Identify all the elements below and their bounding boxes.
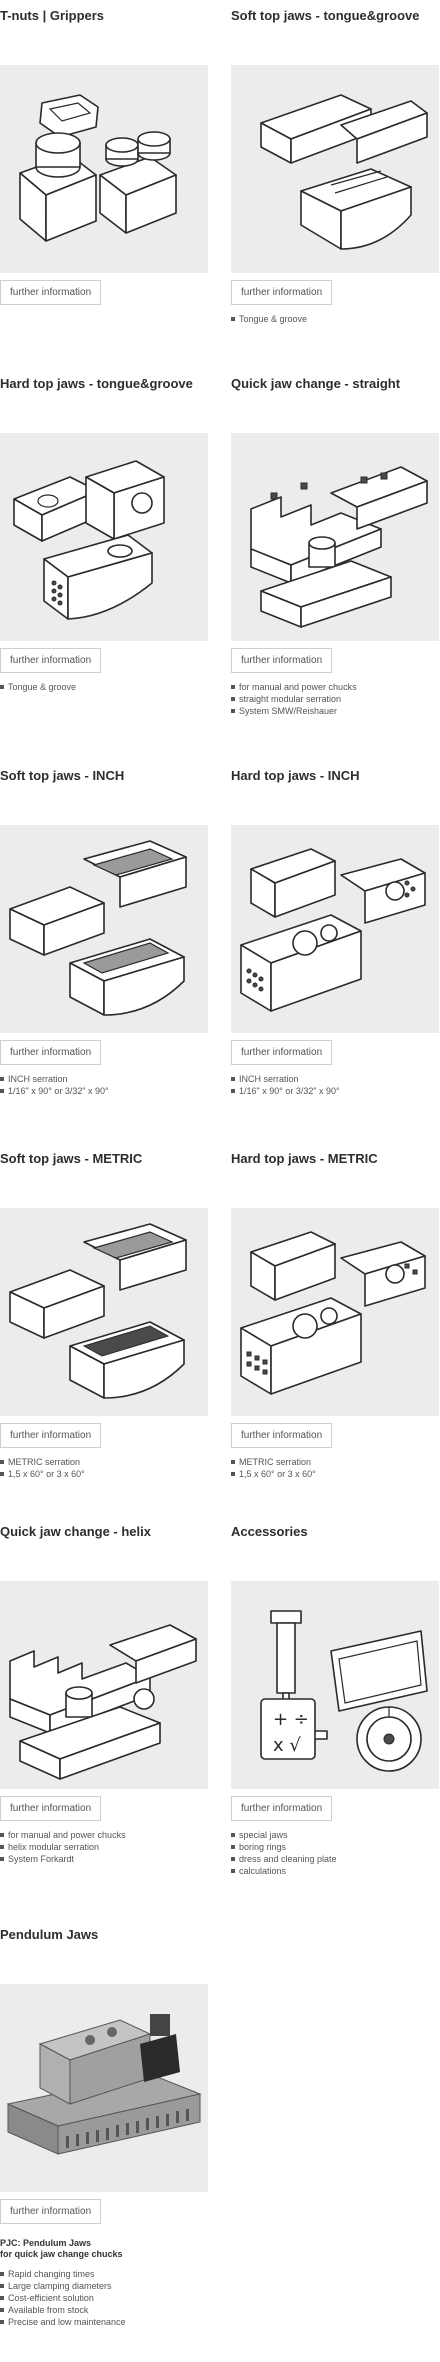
product-card-quick-helix: Quick jaw change - helix further informa…	[0, 1523, 208, 1865]
soft-jaw-metric-icon	[9, 1223, 187, 1399]
product-title: Hard top jaws - INCH	[231, 768, 360, 783]
pjc-note: PJC: Pendulum Jaws for quick jaw change …	[0, 2238, 208, 2260]
product-image[interactable]	[0, 1984, 208, 2192]
feature-list: INCH serration 1/16" x 90° or 3/32" x 90…	[231, 1073, 439, 1097]
feature-list: Tongue & groove	[0, 681, 208, 693]
further-information-button[interactable]: further information	[231, 1040, 333, 1065]
t-nut-gripper-icon	[19, 94, 177, 242]
feature-item: for manual and power chucks	[231, 681, 439, 693]
product-card-accessories: Accessories + ÷ x √ further information …	[231, 1523, 439, 1877]
pjc-note-subtitle: for quick jaw change chucks	[0, 2249, 123, 2259]
feature-item: METRIC serration	[0, 1456, 208, 1468]
product-title: T-nuts | Grippers	[0, 8, 105, 23]
feature-item: straight modular serration	[231, 693, 439, 705]
further-information-button[interactable]: further information	[231, 648, 333, 673]
product-card-pendulum: Pendulum Jaws further information PJC: P…	[0, 1926, 208, 2328]
feature-item: dress and cleaning plate	[231, 1853, 439, 1865]
product-card-quick-straight: Quick jaw change - straight further info…	[231, 375, 439, 717]
hard-jaw-inch-icon	[240, 848, 426, 1012]
further-information-button[interactable]: further information	[0, 1040, 102, 1065]
further-information-button[interactable]: further information	[0, 1423, 102, 1448]
times-sqrt-symbols-icon: x √	[273, 1735, 301, 1756]
further-information-button[interactable]: further information	[0, 2199, 102, 2224]
product-image[interactable]	[0, 433, 208, 641]
product-image[interactable]	[0, 825, 208, 1033]
product-title: Hard top jaws - tongue&groove	[0, 376, 193, 391]
feature-item: 1/16" x 90° or 3/32" x 90°	[0, 1085, 208, 1097]
feature-item: helix modular serration	[0, 1841, 208, 1853]
further-information-button[interactable]: further information	[0, 280, 102, 305]
plus-minus-symbols-icon: + ÷	[273, 1709, 309, 1730]
feature-item: Tongue & groove	[0, 681, 208, 693]
product-title: Soft top jaws - METRIC	[0, 1151, 143, 1166]
product-card-hard-metric: Hard top jaws - METRIC further informati…	[231, 1150, 439, 1480]
feature-item: Tongue & groove	[231, 313, 439, 325]
feature-list: Tongue & groove	[231, 313, 439, 325]
feature-list: special jaws boring rings dress and clea…	[231, 1829, 439, 1877]
feature-item: calculations	[231, 1865, 439, 1877]
product-card-soft-tongue-groove: Soft top jaws - tongue&groove further in…	[231, 7, 439, 325]
feature-item: Rapid changing times	[0, 2268, 208, 2280]
feature-list: INCH serration 1/16" x 90° or 3/32" x 90…	[0, 1073, 208, 1097]
product-image[interactable]	[231, 825, 439, 1033]
feature-item: for manual and power chucks	[0, 1829, 208, 1841]
product-image[interactable]	[231, 65, 439, 273]
quick-jaw-straight-icon	[250, 466, 428, 628]
feature-list: for manual and power chucks straight mod…	[231, 681, 439, 717]
feature-item: INCH serration	[231, 1073, 439, 1085]
product-image[interactable]	[231, 1208, 439, 1416]
product-title: Quick jaw change - helix	[0, 1524, 151, 1539]
hard-jaw-tongue-groove-icon	[13, 460, 165, 620]
hard-jaw-metric-icon	[240, 1231, 426, 1395]
product-title: Hard top jaws - METRIC	[231, 1151, 378, 1166]
soft-jaw-inch-icon	[9, 840, 187, 1016]
product-card-tnuts: T-nuts | Grippers further information	[0, 7, 208, 305]
feature-item: METRIC serration	[231, 1456, 439, 1468]
product-card-soft-inch: Soft top jaws - INCH further information…	[0, 767, 208, 1097]
feature-item: Available from stock	[0, 2304, 208, 2316]
feature-item: System Forkardt	[0, 1853, 208, 1865]
further-information-button[interactable]: further information	[231, 1796, 333, 1821]
product-title: Pendulum Jaws	[0, 1927, 99, 1942]
feature-item: Precise and low maintenance	[0, 2316, 208, 2328]
feature-list: METRIC serration 1,5 x 60° or 3 x 60°	[231, 1456, 439, 1480]
feature-item: 1,5 x 60° or 3 x 60°	[0, 1468, 208, 1480]
feature-item: System SMW/Reishauer	[231, 705, 439, 717]
further-information-button[interactable]: further information	[231, 280, 333, 305]
quick-jaw-helix-icon	[9, 1624, 197, 1780]
feature-item: Large clamping diameters	[0, 2280, 208, 2292]
feature-item: INCH serration	[0, 1073, 208, 1085]
pendulum-jaw-icon	[6, 2014, 202, 2155]
product-card-hard-inch: Hard top jaws - INCH further information…	[231, 767, 439, 1097]
product-image[interactable]	[0, 1581, 208, 1789]
product-image[interactable]	[0, 1208, 208, 1416]
product-image[interactable]: + ÷ x √	[231, 1581, 439, 1789]
further-information-button[interactable]: further information	[0, 1796, 102, 1821]
further-information-button[interactable]: further information	[0, 648, 102, 673]
feature-item: Cost-efficient solution	[0, 2292, 208, 2304]
product-title: Quick jaw change - straight	[231, 376, 401, 391]
feature-list: for manual and power chucks helix modula…	[0, 1829, 208, 1865]
feature-list: METRIC serration 1,5 x 60° or 3 x 60°	[0, 1456, 208, 1480]
product-title: Soft top jaws - tongue&groove	[231, 8, 420, 23]
feature-item: 1,5 x 60° or 3 x 60°	[231, 1468, 439, 1480]
feature-item: special jaws	[231, 1829, 439, 1841]
product-image[interactable]	[0, 65, 208, 273]
product-title: Accessories	[231, 1524, 308, 1539]
product-image[interactable]	[231, 433, 439, 641]
product-card-hard-tongue-groove: Hard top jaws - tongue&groove further in…	[0, 375, 208, 693]
feature-item: 1/16" x 90° or 3/32" x 90°	[231, 1085, 439, 1097]
accessories-icon: + ÷ x √	[260, 1610, 428, 1772]
product-title: Soft top jaws - INCH	[0, 768, 125, 783]
further-information-button[interactable]: further information	[231, 1423, 333, 1448]
product-card-soft-metric: Soft top jaws - METRIC further informati…	[0, 1150, 208, 1480]
feature-item: boring rings	[231, 1841, 439, 1853]
feature-list: Rapid changing times Large clamping diam…	[0, 2268, 208, 2328]
soft-jaw-tongue-groove-icon	[260, 94, 428, 250]
pjc-note-title: PJC: Pendulum Jaws	[0, 2238, 92, 2248]
